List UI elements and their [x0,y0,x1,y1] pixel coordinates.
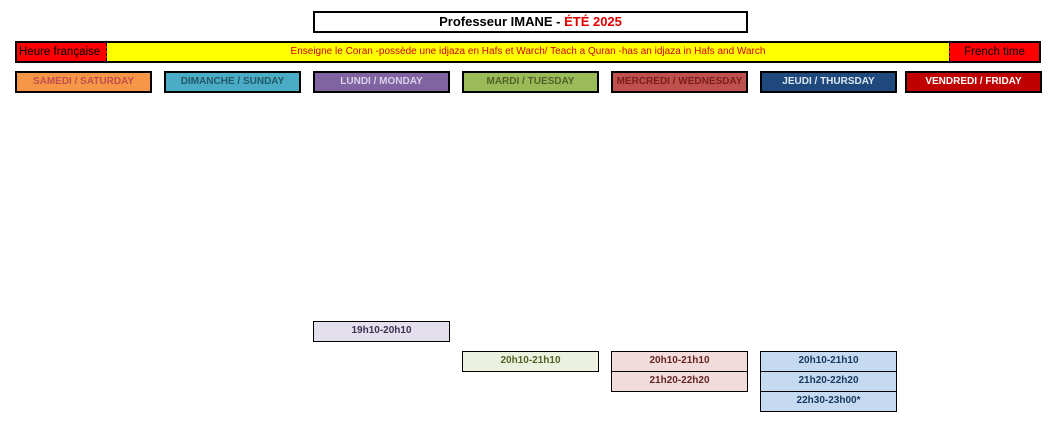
title-prefix: Professeur IMANE - [439,14,565,29]
title-season: ÉTÉ 2025 [564,14,622,29]
banner-left-label: Heure française [17,43,107,61]
slot-wednesday-2: 21h20-22h20 [611,371,748,392]
slot-thursday-2: 21h20-22h20 [760,371,897,392]
info-banner: Heure française Enseigne le Coran -possè… [15,41,1041,63]
banner-right-label: French time [949,43,1039,61]
slot-thursday-3: 22h30-23h00* [760,391,897,412]
banner-description: Enseigne le Coran -possède une idjaza en… [290,46,766,57]
slot-thursday-1: 20h10-21h10 [760,351,897,372]
slot-wednesday-1: 20h10-21h10 [611,351,748,372]
day-header-sunday: DIMANCHE / SUNDAY [164,71,301,93]
day-header-thursday: JEUDI / THURSDAY [760,71,897,93]
day-header-tuesday: MARDI / TUESDAY [462,71,599,93]
slot-monday-1: 19h10-20h10 [313,321,450,342]
day-header-saturday: SAMEDI / SATURDAY [15,71,152,93]
day-header-monday: LUNDI / MONDAY [313,71,450,93]
slot-tuesday-1: 20h10-21h10 [462,351,599,372]
day-header-wednesday: MERCREDI / WEDNESDAY [611,71,748,93]
day-header-friday: VENDREDI / FRIDAY [905,71,1042,93]
schedule-title: Professeur IMANE - ÉTÉ 2025 [313,11,748,33]
